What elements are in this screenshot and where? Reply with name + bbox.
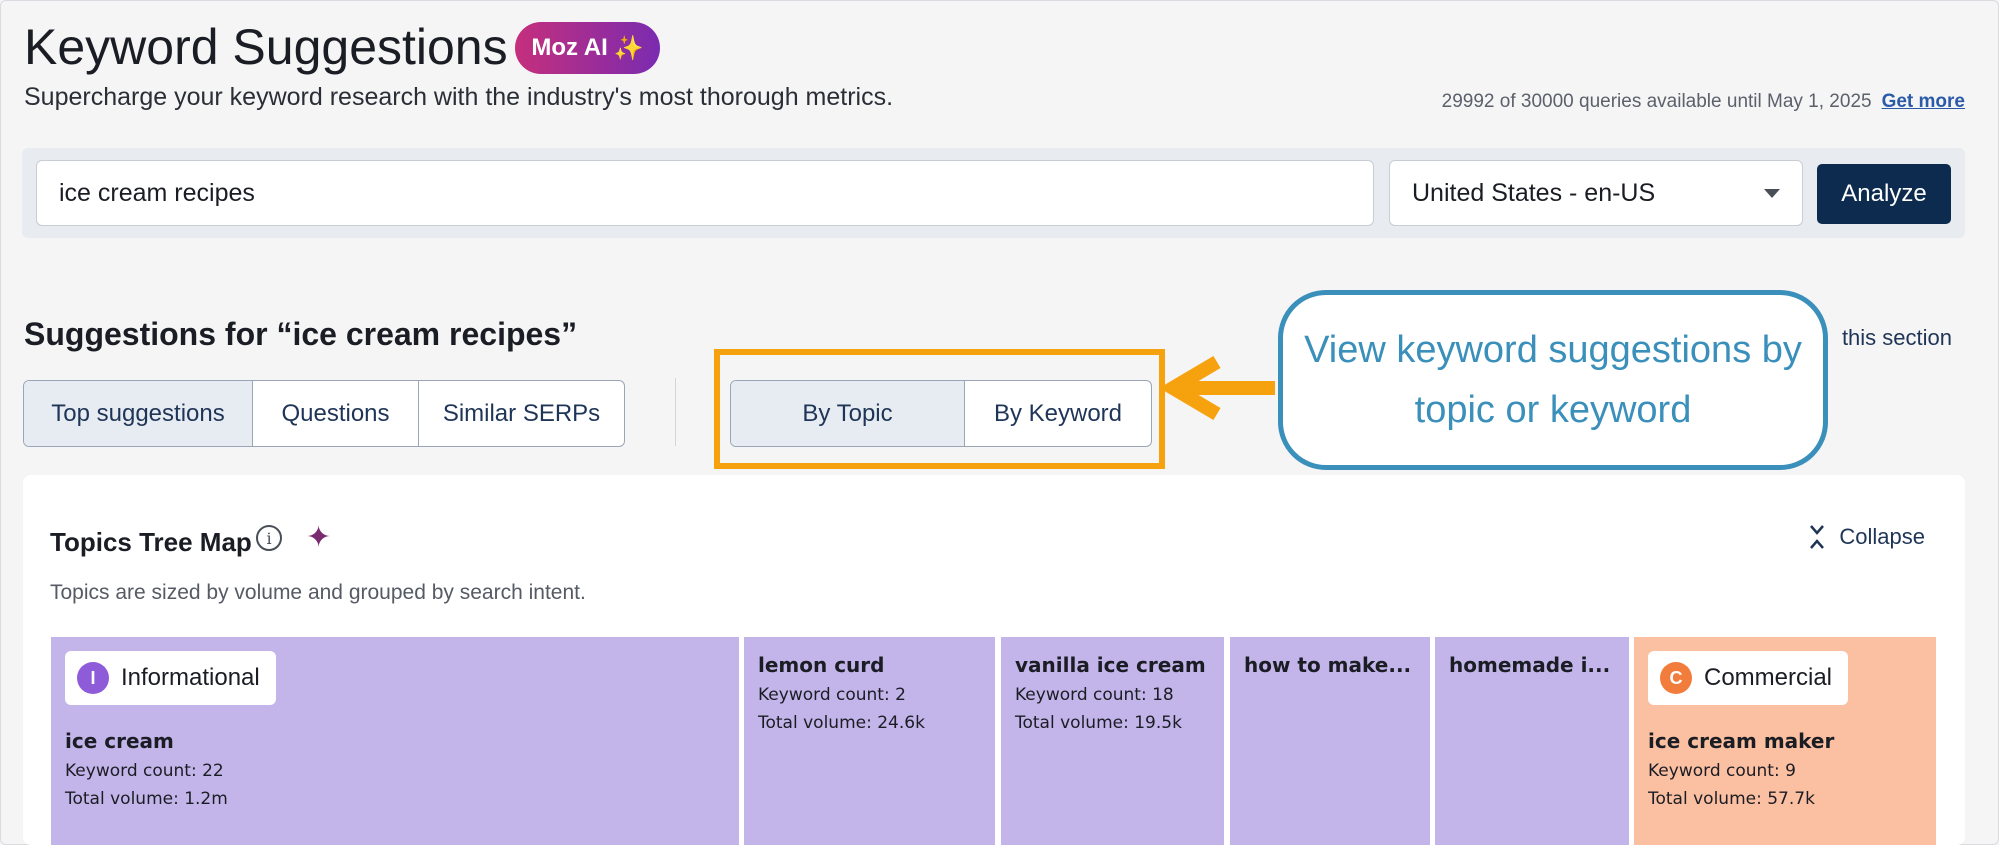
- locale-select[interactable]: United States - en-US: [1389, 160, 1803, 226]
- topic-name: ice cream maker: [1648, 729, 1835, 753]
- intent-tag-informational: I Informational: [65, 651, 276, 705]
- keyword-count: Keyword count: 22: [65, 761, 224, 781]
- collapse-icon: [1810, 525, 1825, 549]
- ai-sparkle-icon: ✦: [306, 521, 332, 554]
- tree-map-description: Topics are sized by volume and grouped b…: [50, 581, 586, 604]
- intent-tag-commercial: C Commercial: [1648, 651, 1849, 705]
- tab-top-suggestions[interactable]: Top suggestions: [24, 381, 252, 446]
- informational-icon: I: [77, 662, 109, 694]
- chevron-down-icon: [1764, 188, 1780, 198]
- topic-name: lemon curd: [758, 653, 885, 677]
- suggestions-title: Suggestions for “ice cream recipes”: [24, 316, 578, 352]
- total-volume: Total volume: 57.7k: [1648, 789, 1815, 809]
- quota-info: 29992 of 30000 queries available until M…: [1442, 91, 1965, 113]
- tree-map-title: Topics Tree Map: [50, 527, 252, 557]
- badge-label: Moz AI: [531, 34, 608, 61]
- keyword-count: Keyword count: 18: [1015, 685, 1174, 705]
- topic-name: vanilla ice cream: [1015, 653, 1206, 677]
- topic-name: how to make...: [1244, 653, 1412, 677]
- total-volume: Total volume: 19.5k: [1015, 713, 1182, 733]
- topic-tile-ice-cream[interactable]: I Informational ice cream Keyword count:…: [51, 637, 739, 845]
- sparkle-icon: ✨: [613, 34, 644, 62]
- by-keyword-toggle[interactable]: By Keyword: [964, 381, 1151, 446]
- topic-tile-lemon-curd[interactable]: lemon curd Keyword count: 2 Total volume…: [744, 637, 995, 845]
- collapse-label: Collapse: [1839, 524, 1925, 549]
- topic-tile-how-to-make[interactable]: how to make...: [1230, 637, 1430, 845]
- info-icon[interactable]: i: [256, 525, 282, 551]
- tab-similar-serps[interactable]: Similar SERPs: [418, 381, 624, 446]
- section-link[interactable]: this section: [1841, 325, 1952, 350]
- suggestion-type-tabs: Top suggestions Questions Similar SERPs: [23, 380, 625, 447]
- collapse-button[interactable]: Collapse: [1809, 524, 1925, 550]
- by-topic-toggle[interactable]: By Topic: [731, 381, 964, 446]
- keyword-search-input[interactable]: [36, 160, 1374, 226]
- topic-tile-homemade[interactable]: homemade i...: [1435, 637, 1629, 845]
- analyze-button[interactable]: Analyze: [1817, 164, 1951, 224]
- locale-value: United States - en-US: [1412, 178, 1656, 207]
- keyword-count: Keyword count: 2: [758, 685, 906, 705]
- divider: [675, 378, 676, 446]
- view-toggle: By Topic By Keyword: [730, 380, 1152, 447]
- commercial-icon: C: [1660, 662, 1692, 694]
- page-title: Keyword Suggestions: [24, 19, 508, 75]
- total-volume: Total volume: 1.2m: [65, 789, 228, 809]
- page-subtitle: Supercharge your keyword research with t…: [24, 83, 894, 111]
- quota-text: 29992 of 30000 queries available until M…: [1441, 91, 1872, 112]
- topic-name: ice cream: [65, 729, 174, 753]
- get-more-link[interactable]: Get more: [1881, 91, 1965, 112]
- keyword-count: Keyword count: 9: [1648, 761, 1796, 781]
- topic-name: homemade i...: [1449, 653, 1611, 677]
- intent-label: Informational: [121, 664, 260, 691]
- arrow-shaft: [1187, 381, 1275, 395]
- tab-questions[interactable]: Questions: [252, 381, 418, 446]
- topic-tile-ice-cream-maker[interactable]: C Commercial ice cream maker Keyword cou…: [1634, 637, 1936, 845]
- total-volume: Total volume: 24.6k: [758, 713, 925, 733]
- highlight-box: [714, 349, 1165, 469]
- moz-ai-badge[interactable]: Moz AI ✨: [515, 22, 660, 74]
- annotation-callout: View keyword suggestions by topic or key…: [1278, 290, 1828, 470]
- intent-label: Commercial: [1704, 664, 1833, 691]
- arrow-left-icon: [1165, 356, 1221, 420]
- topic-tile-vanilla-ice-cream[interactable]: vanilla ice cream Keyword count: 18 Tota…: [1001, 637, 1224, 845]
